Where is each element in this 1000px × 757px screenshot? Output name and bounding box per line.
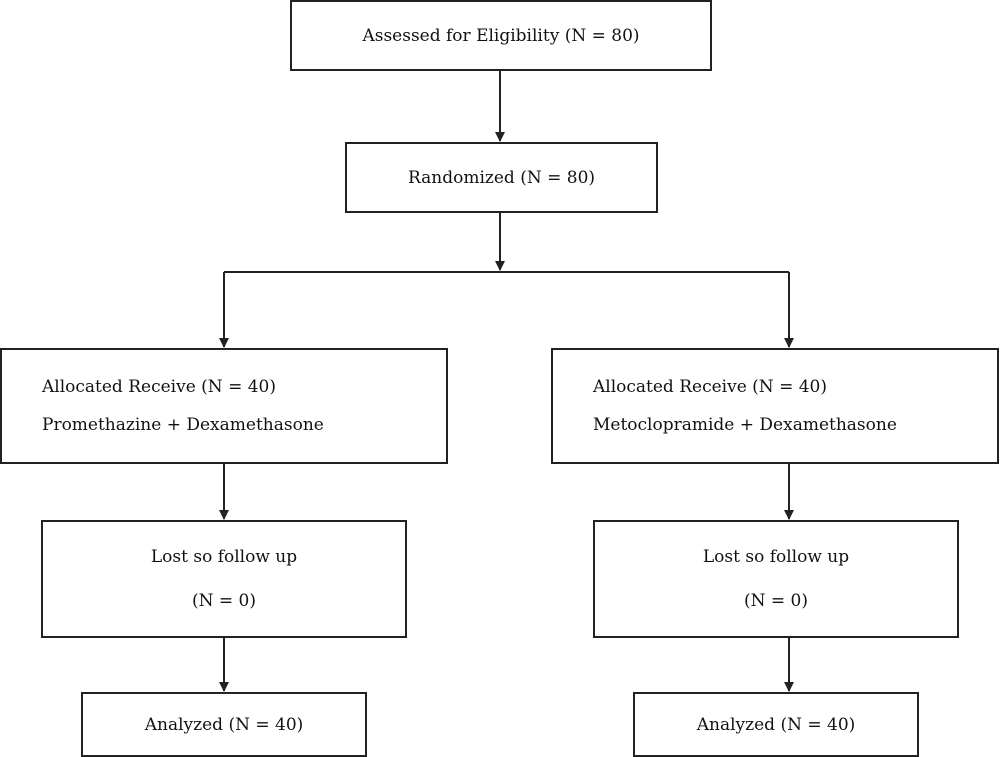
right-treatment-text: Metoclopramide + Dexamethasone xyxy=(593,415,897,435)
right-allocated-box: Allocated Receive (N = 40) Metoclopramid… xyxy=(551,348,999,464)
assessed-text: Assessed for Eligibility (N = 80) xyxy=(362,25,640,46)
left-allocated-text: Allocated Receive (N = 40) xyxy=(42,377,276,397)
right-analyzed-text: Analyzed (N = 40) xyxy=(696,714,856,735)
left-lost-box: Lost so follow up (N = 0) xyxy=(41,520,407,638)
left-analyzed-box: Analyzed (N = 40) xyxy=(81,692,367,757)
left-treatment-text: Promethazine + Dexamethasone xyxy=(42,415,324,435)
left-analyzed-text: Analyzed (N = 40) xyxy=(144,714,304,735)
right-allocated-text: Allocated Receive (N = 40) xyxy=(593,377,827,397)
right-lost-box: Lost so follow up (N = 0) xyxy=(593,520,959,638)
randomized-text: Randomized (N = 80) xyxy=(407,167,596,188)
left-lost-label: Lost so follow up xyxy=(150,547,298,567)
right-lost-label: Lost so follow up xyxy=(702,547,850,567)
assessed-box: Assessed for Eligibility (N = 80) xyxy=(290,0,712,71)
left-lost-count: (N = 0) xyxy=(191,591,256,611)
right-lost-count: (N = 0) xyxy=(743,591,808,611)
randomized-box: Randomized (N = 80) xyxy=(345,142,658,213)
left-allocated-box: Allocated Receive (N = 40) Promethazine … xyxy=(0,348,448,464)
right-analyzed-box: Analyzed (N = 40) xyxy=(633,692,919,757)
